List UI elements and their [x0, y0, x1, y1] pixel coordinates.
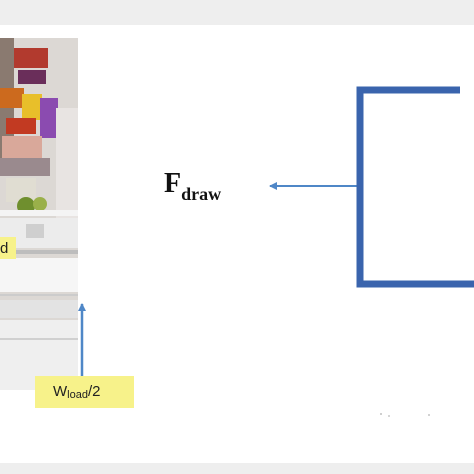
w-load-subscript: load	[67, 389, 88, 401]
fridge-drawer-photo	[0, 38, 78, 390]
faint-artifact-marks	[380, 413, 430, 417]
load-label-partial: d	[0, 237, 16, 259]
drawer-bracket-outline	[356, 86, 474, 288]
w-load-label: Wload/2	[35, 376, 134, 408]
f-draw-main: F	[164, 168, 182, 199]
f-draw-subscript: draw	[181, 184, 222, 204]
bottom-border-strip	[0, 463, 474, 474]
f-draw-label: Fdraw	[164, 168, 221, 205]
w-load-main: W	[53, 383, 68, 400]
top-border-strip	[0, 0, 474, 25]
w-load-suffix: /2	[87, 383, 101, 400]
load-label-text: d	[0, 240, 9, 257]
fridge-drawer-illustration	[0, 38, 78, 390]
